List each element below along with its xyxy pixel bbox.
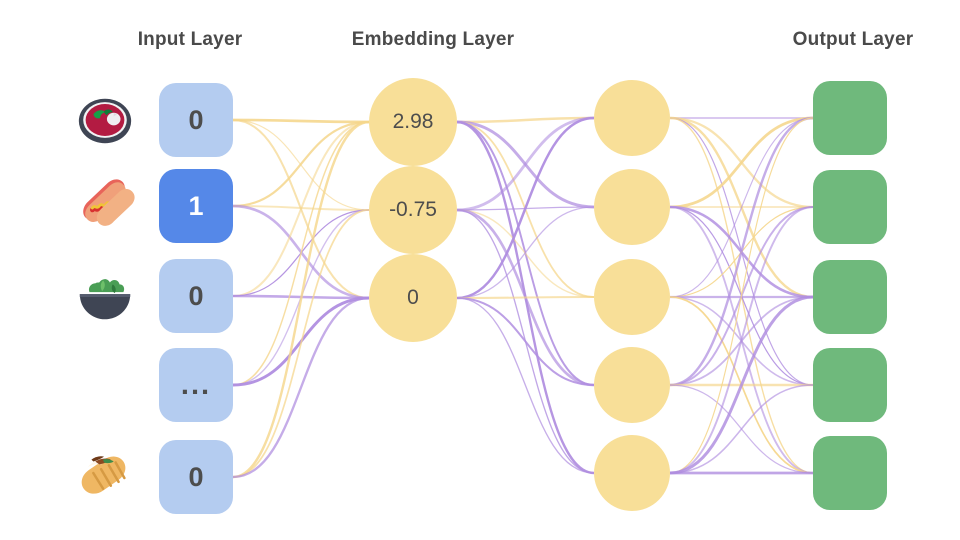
edge	[669, 116, 814, 387]
input-node-1[interactable]: 1	[159, 169, 233, 243]
edge	[456, 297, 595, 474]
input-node-0[interactable]: 0	[159, 83, 233, 157]
hidden-node-4[interactable]	[594, 435, 670, 511]
embedding-node-1[interactable]: -0.75	[369, 166, 457, 254]
edge	[232, 120, 370, 298]
hidden-node-1[interactable]	[594, 169, 670, 245]
layer-label-embedding-layer: Embedding Layer	[351, 29, 515, 50]
hidden-node-2[interactable]	[594, 259, 670, 335]
edge	[456, 206, 595, 299]
layer-label-output-layer: Output Layer	[792, 29, 914, 50]
hot-dog-icon	[74, 175, 136, 237]
output-node-4[interactable]	[813, 436, 887, 510]
edge	[232, 121, 370, 386]
edge	[669, 295, 814, 475]
edge	[456, 295, 595, 300]
edge	[232, 209, 370, 478]
layer-label-input-layer: Input Layer	[137, 29, 243, 50]
edge	[456, 116, 595, 124]
edge	[669, 117, 814, 474]
green-salad-icon	[74, 265, 136, 327]
burrito-icon	[74, 446, 136, 508]
edge	[669, 117, 814, 298]
edge	[456, 116, 595, 300]
embedding-node-0[interactable]: 2.98	[369, 78, 457, 166]
edge	[232, 120, 370, 479]
edge	[232, 118, 370, 124]
output-node-3[interactable]	[813, 348, 887, 422]
hidden-node-3[interactable]	[594, 347, 670, 423]
output-node-1[interactable]	[813, 170, 887, 244]
input-node-2[interactable]: 0	[159, 259, 233, 333]
input-node-4[interactable]: 0	[159, 440, 233, 514]
edge	[456, 296, 595, 387]
edge	[669, 206, 814, 474]
hidden-node-0[interactable]	[594, 80, 670, 156]
edge	[669, 384, 814, 474]
edge	[232, 120, 370, 208]
input-node-3[interactable]: ...	[159, 348, 233, 422]
meat-plate-icon	[74, 89, 136, 151]
edge	[232, 296, 370, 479]
embedding-node-2[interactable]: 0	[369, 254, 457, 342]
output-node-0[interactable]	[813, 81, 887, 155]
output-node-2[interactable]	[813, 260, 887, 334]
edge	[456, 116, 595, 212]
edge	[669, 116, 814, 209]
